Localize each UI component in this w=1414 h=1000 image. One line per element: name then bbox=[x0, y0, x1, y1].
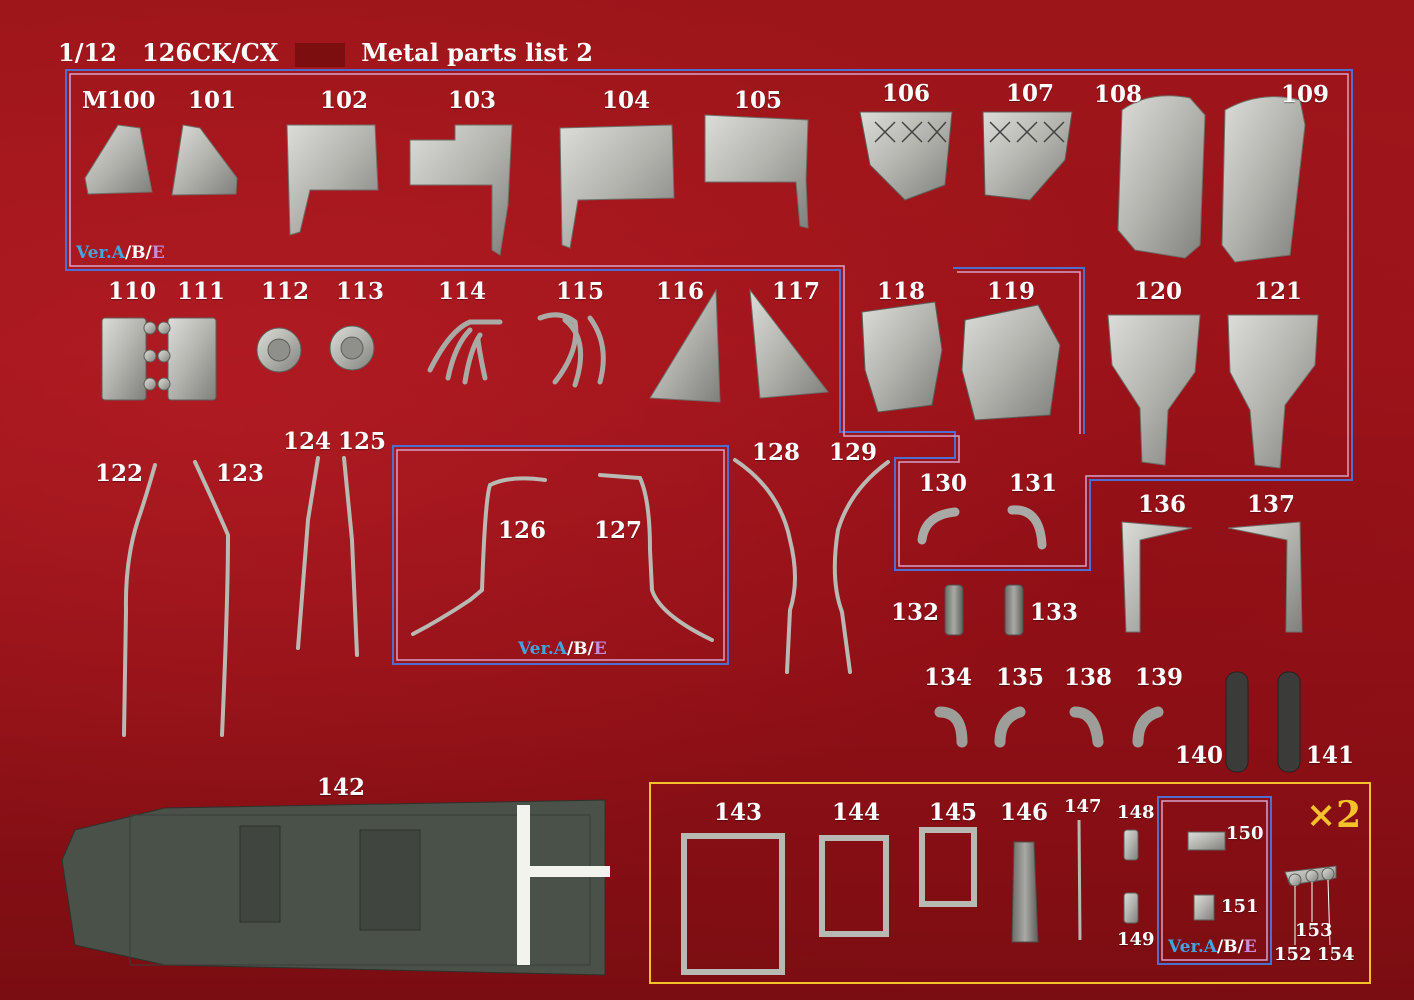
label-130: 130 bbox=[919, 470, 968, 497]
label-115: 115 bbox=[556, 278, 605, 305]
label-105: 105 bbox=[734, 87, 783, 114]
label-108: 108 bbox=[1094, 81, 1143, 108]
label-131: 131 bbox=[1009, 470, 1058, 497]
version-note-bottom: Ver.A/B/E bbox=[1168, 937, 1257, 957]
multiplier-label: ×2 bbox=[1306, 794, 1362, 836]
label-137: 137 bbox=[1247, 491, 1296, 518]
label-134: 134 bbox=[924, 664, 973, 691]
part-120-121 bbox=[1107, 314, 1319, 469]
version-frame-126-127 bbox=[392, 445, 729, 665]
model-label: 126CK/CX bbox=[141, 38, 279, 67]
label-127: 127 bbox=[594, 517, 643, 544]
label-149: 149 bbox=[1117, 929, 1155, 950]
part-m100-101 bbox=[84, 124, 238, 196]
part-130-131 bbox=[917, 505, 1047, 550]
version-frame-119 bbox=[953, 267, 1085, 434]
label-118: 118 bbox=[877, 278, 926, 305]
label-111: 111 bbox=[177, 278, 226, 305]
version-note-top: Ver.A/B/E bbox=[76, 243, 165, 263]
label-148: 148 bbox=[1117, 802, 1155, 823]
label-112: 112 bbox=[261, 278, 310, 305]
part-142-chassis bbox=[61, 799, 610, 976]
label-113: 113 bbox=[336, 278, 385, 305]
part-146-147 bbox=[1011, 819, 1082, 943]
scale-label: 1/12 bbox=[58, 38, 117, 67]
part-114-115 bbox=[427, 312, 606, 388]
label-125: 125 bbox=[338, 428, 387, 455]
part-144-145 bbox=[819, 827, 977, 937]
version-frame-150-151 bbox=[1157, 796, 1272, 965]
label-133: 133 bbox=[1030, 599, 1079, 626]
part-148-149 bbox=[1123, 829, 1139, 924]
label-110: 110 bbox=[108, 278, 157, 305]
label-145: 145 bbox=[929, 799, 978, 826]
label-128: 128 bbox=[752, 439, 801, 466]
label-143: 143 bbox=[714, 799, 763, 826]
label-103: 103 bbox=[448, 87, 497, 114]
label-124: 124 bbox=[283, 428, 332, 455]
label-126: 126 bbox=[498, 517, 547, 544]
label-140: 140 bbox=[1175, 742, 1224, 769]
part-105 bbox=[704, 114, 809, 229]
label-135: 135 bbox=[996, 664, 1045, 691]
label-139: 139 bbox=[1135, 664, 1184, 691]
part-122-129-rods bbox=[122, 456, 890, 737]
part-136-137 bbox=[1121, 521, 1303, 633]
label-120: 120 bbox=[1134, 278, 1183, 305]
part-118-119 bbox=[861, 301, 1061, 421]
part-112-113 bbox=[256, 325, 375, 373]
sheet-title: 1/12 126CK/CX Metal parts list 2 bbox=[58, 38, 593, 67]
part-103 bbox=[409, 124, 513, 256]
multiplier-frame bbox=[649, 782, 1371, 984]
label-121: 121 bbox=[1254, 278, 1303, 305]
list-title: Metal parts list 2 bbox=[361, 38, 593, 67]
label-153: 153 bbox=[1295, 920, 1333, 941]
label-129: 129 bbox=[829, 439, 878, 466]
label-146: 146 bbox=[1000, 799, 1049, 826]
version-frame-main bbox=[65, 69, 1353, 571]
label-116: 116 bbox=[656, 278, 705, 305]
part-110-111 bbox=[101, 317, 217, 401]
label-114: 114 bbox=[438, 278, 487, 305]
label-138: 138 bbox=[1064, 664, 1113, 691]
label-136: 136 bbox=[1138, 491, 1187, 518]
label-119: 119 bbox=[987, 278, 1036, 305]
label-150: 150 bbox=[1226, 823, 1264, 844]
label-132: 132 bbox=[891, 599, 940, 626]
part-104 bbox=[559, 124, 675, 249]
label-106: 106 bbox=[882, 80, 931, 107]
label-117: 117 bbox=[772, 278, 821, 305]
part-116-117 bbox=[649, 288, 829, 403]
part-102 bbox=[286, 124, 379, 236]
label-104: 104 bbox=[602, 87, 651, 114]
label-151: 151 bbox=[1221, 896, 1259, 917]
redacted-block bbox=[294, 42, 345, 67]
label-152: 152 bbox=[1274, 944, 1312, 965]
part-143-frame bbox=[681, 833, 785, 975]
label-144: 144 bbox=[832, 799, 881, 826]
label-109: 109 bbox=[1281, 81, 1330, 108]
label-141: 141 bbox=[1306, 742, 1355, 769]
part-132-133 bbox=[944, 584, 1024, 636]
label-122: 122 bbox=[95, 460, 144, 487]
part-108-109 bbox=[1117, 95, 1306, 263]
part-152-154 bbox=[1284, 865, 1337, 946]
label-147: 147 bbox=[1064, 796, 1102, 817]
part-106-107 bbox=[859, 111, 1073, 201]
label-142: 142 bbox=[317, 774, 366, 801]
part-140-141 bbox=[1225, 671, 1301, 773]
label-123: 123 bbox=[216, 460, 265, 487]
label-107: 107 bbox=[1006, 80, 1055, 107]
part-150-151 bbox=[1187, 831, 1226, 921]
part-134-135-138-139 bbox=[934, 706, 1164, 748]
version-note-middle: Ver.A/B/E bbox=[518, 639, 607, 659]
label-m100: M100 bbox=[82, 87, 156, 114]
label-154: 154 bbox=[1317, 944, 1355, 965]
label-101: 101 bbox=[188, 87, 237, 114]
label-102: 102 bbox=[320, 87, 369, 114]
